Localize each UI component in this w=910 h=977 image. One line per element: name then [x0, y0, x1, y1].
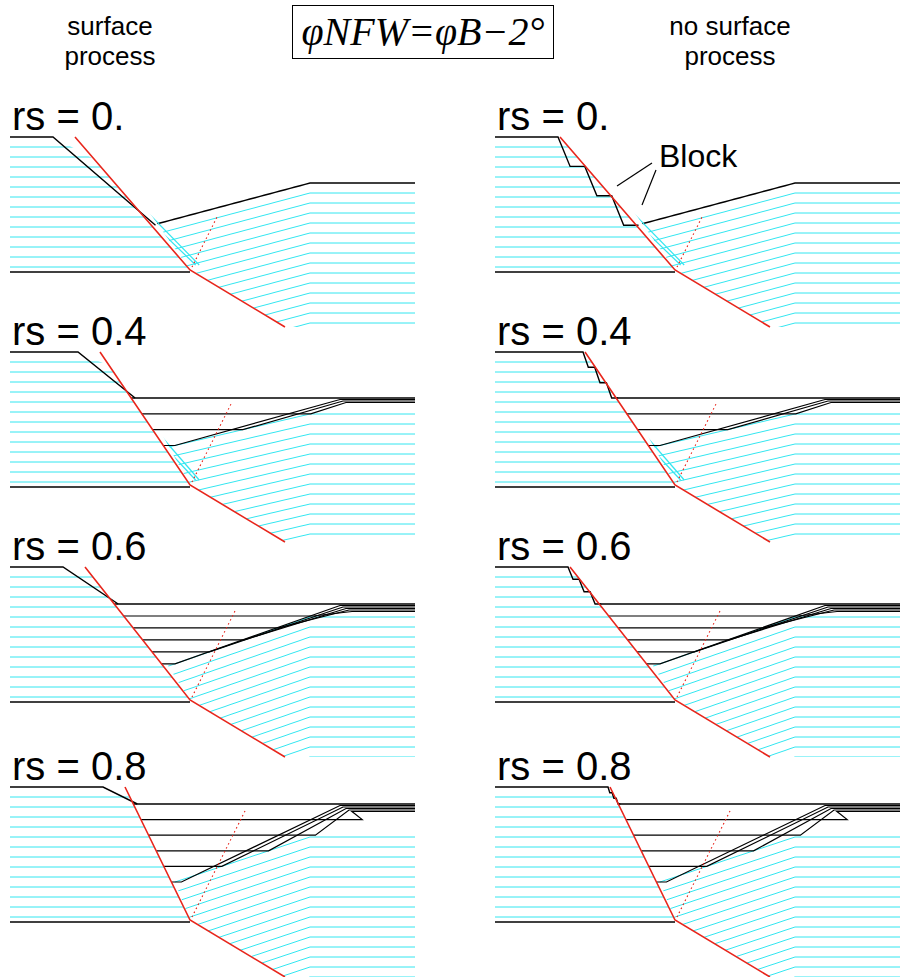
column-heading: no surface process — [645, 12, 815, 72]
panel-label: rs = 0.8 — [12, 743, 147, 789]
leader-line — [617, 163, 652, 186]
section-panel — [10, 352, 415, 590]
panel-label: rs = 0. — [12, 93, 124, 139]
footwall-layers — [495, 362, 695, 482]
hangingwall-layers — [555, 167, 900, 387]
panel-label: rs = 0.8 — [497, 743, 632, 789]
footwall-layers — [10, 147, 210, 267]
hangingwall-layers — [555, 837, 900, 977]
footwall-layers — [495, 577, 695, 697]
hangingwall-layers — [70, 837, 415, 977]
column-heading: surface process — [40, 12, 180, 72]
section-panel — [10, 567, 415, 840]
section-panel — [10, 787, 415, 977]
section-panel — [495, 787, 900, 977]
footwall-layers — [10, 362, 210, 482]
footwall-layers — [10, 577, 210, 697]
section-panel — [495, 352, 900, 590]
panel-label: rs = 0.6 — [12, 523, 147, 569]
formula-text: φNFW=φB−2° — [301, 8, 544, 56]
panel-label: rs = 0.4 — [12, 308, 147, 354]
section-panel — [10, 137, 415, 387]
callout-label: Block — [659, 138, 737, 175]
hangingwall-layers — [70, 167, 415, 387]
formula-box: φNFW=φB−2° — [292, 5, 553, 59]
section-panel — [495, 567, 900, 840]
panel-label: rs = 0. — [497, 93, 609, 139]
panel-label: rs = 0.4 — [497, 308, 632, 354]
section-panel — [495, 137, 900, 387]
panel-label: rs = 0.6 — [497, 523, 632, 569]
leader-line — [642, 170, 656, 205]
